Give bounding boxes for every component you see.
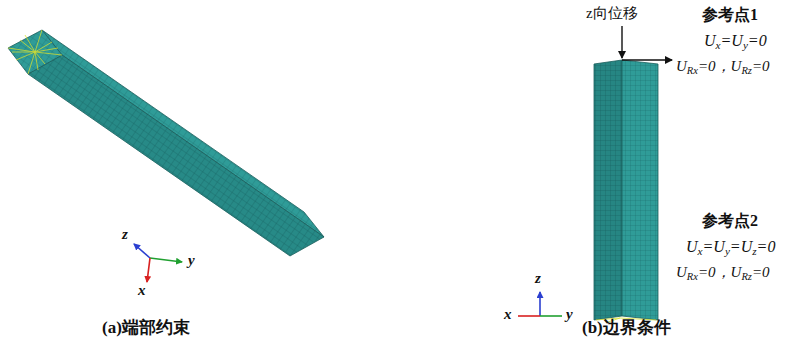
text-run: U <box>704 32 716 49</box>
constraint-text: URx=0，URz=0 <box>676 58 770 77</box>
subscript: x <box>698 245 703 257</box>
axis-label: y <box>188 252 195 269</box>
text-run: =0 <box>752 264 770 280</box>
subfigure-caption: (b)边界条件 <box>582 318 671 338</box>
reference-point-title: 参考点2 <box>702 212 758 230</box>
constraint-text: URx=0，URz=0 <box>676 264 770 283</box>
subscript: Rx <box>687 65 698 76</box>
subscript: Rx <box>687 271 698 282</box>
text-run: U <box>731 264 742 280</box>
text-run: =0 <box>752 58 770 74</box>
subfigure-caption: (a)端部约束 <box>102 318 190 338</box>
axis-label: x <box>138 282 146 299</box>
text-run: =0 <box>757 238 776 255</box>
text-run: =0， <box>698 58 731 74</box>
subscript: y <box>743 39 748 51</box>
text-run: U <box>731 32 743 49</box>
text-run: U <box>676 58 687 74</box>
text-run: U <box>686 238 698 255</box>
subscript: Rz <box>741 271 752 282</box>
text-run: = <box>703 238 714 255</box>
text-run: U <box>741 238 753 255</box>
constraint-text: Ux=Uy=Uz=0 <box>686 238 775 258</box>
text-run: U <box>731 58 742 74</box>
constraint-text: Ux=Uy=0 <box>704 32 767 52</box>
subscript: x <box>716 39 721 51</box>
subscript: z <box>752 245 756 257</box>
axis-label: z <box>535 270 541 287</box>
text-run: =0， <box>698 264 731 280</box>
text-run: = <box>730 238 741 255</box>
axis-label: z <box>122 226 128 243</box>
reference-point-title: 参考点1 <box>702 6 758 24</box>
subscript: y <box>725 245 730 257</box>
text-run: =0 <box>748 32 767 49</box>
subscript: Rz <box>741 65 752 76</box>
text-run: U <box>713 238 725 255</box>
axis-label: x <box>504 306 512 323</box>
text-run: U <box>676 264 687 280</box>
text-run: = <box>721 32 732 49</box>
axis-label: y <box>566 306 573 323</box>
load-label: z向位移 <box>586 5 638 22</box>
